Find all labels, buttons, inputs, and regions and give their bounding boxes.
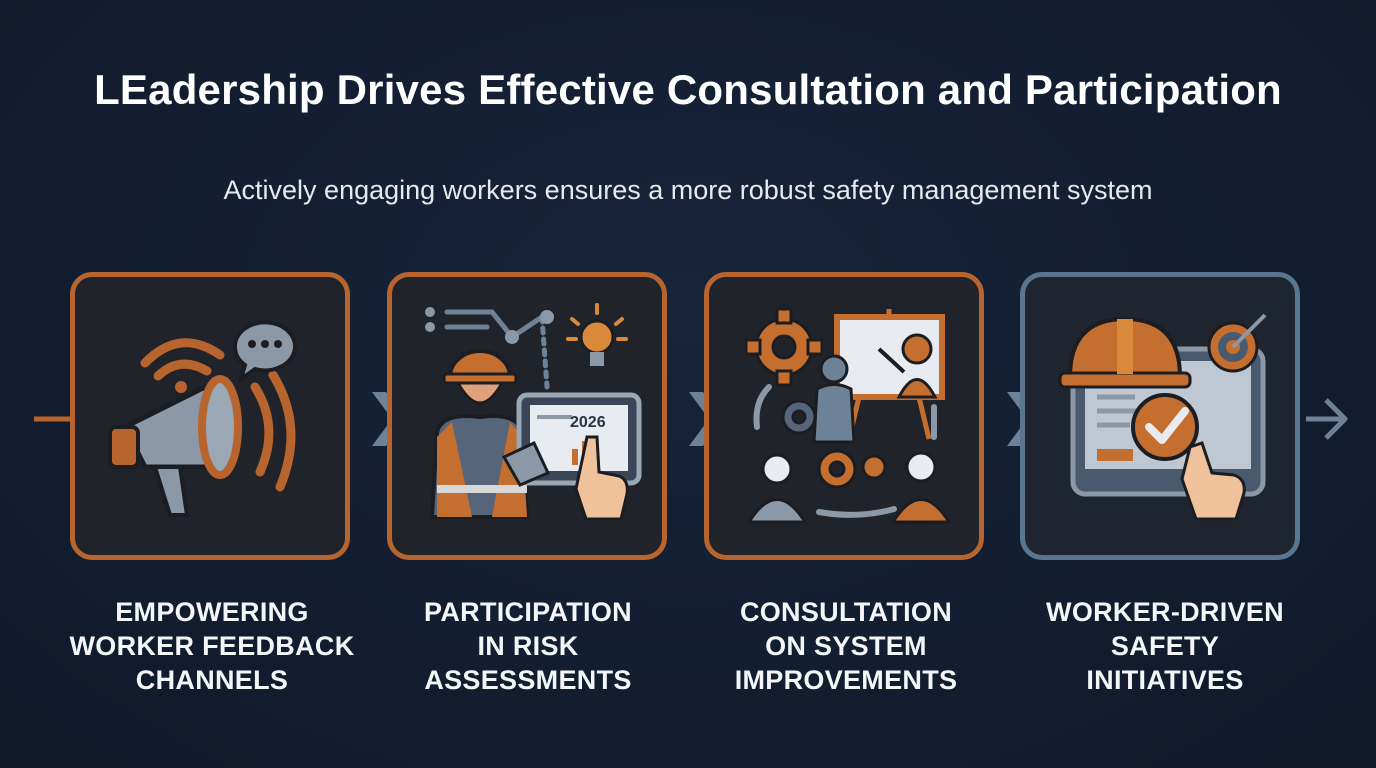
- page-subtitle: Actively engaging workers ensures a more…: [223, 175, 1153, 205]
- megaphone-icon: [108, 320, 297, 517]
- gear-icon: [744, 307, 824, 387]
- step-label-system-improvements: CONSULTATION ON SYSTEM IMPROVEMENTS: [734, 597, 958, 695]
- page-title: LEadership Drives Effective Consultation…: [94, 66, 1282, 113]
- gear-icon: [781, 399, 817, 435]
- pointing-hand-icon: [1180, 441, 1246, 521]
- gear-icon: [817, 449, 857, 489]
- presentation-gears-icon: [744, 307, 952, 524]
- flow-end-arrow-icon: [1306, 398, 1348, 440]
- step-label-feedback: EMPOWERING WORKER FEEDBACK CHANNELS: [69, 597, 355, 695]
- step-card-feedback: [70, 272, 350, 560]
- checkmark-icon: [1131, 393, 1199, 461]
- step-label-risk-assessment: PARTICIPATION IN RISK ASSESSMENTS: [424, 597, 632, 695]
- lightbulb-icon: [566, 303, 628, 366]
- tablet-year-text: 2026: [570, 414, 606, 431]
- hardhat-checkmark-icon: [1058, 313, 1267, 521]
- worker-tablet-icon: 2026: [425, 303, 642, 521]
- target-icon: [1207, 313, 1267, 373]
- pointing-hand-icon: [574, 435, 629, 521]
- step-card-risk-assessment: 2026: [387, 272, 667, 560]
- step-label-safety-initiatives: WORKER-DRIVEN SAFETY INITIATIVES: [1046, 597, 1284, 695]
- step-card-system-improvements: [704, 272, 984, 560]
- step-card-safety-initiatives: [1020, 272, 1300, 560]
